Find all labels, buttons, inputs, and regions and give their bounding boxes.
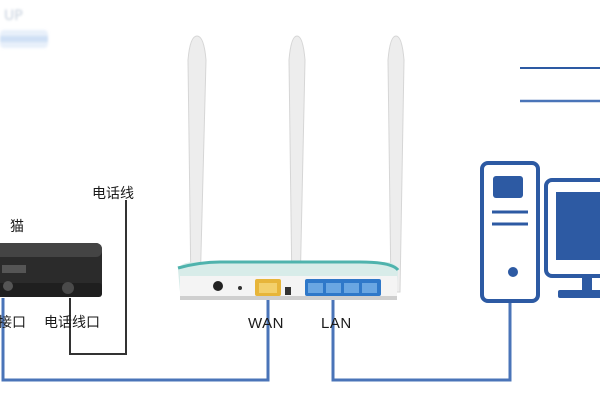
watermark-logo: UP bbox=[0, 8, 48, 48]
modem-phone-port-label: 电话线口 bbox=[44, 315, 100, 331]
modem-port-label: 接口 bbox=[0, 315, 26, 331]
modem-icon bbox=[0, 243, 102, 297]
desktop-computer-icon bbox=[480, 161, 600, 303]
lan-label: LAN bbox=[321, 315, 352, 332]
lan-ports bbox=[305, 279, 381, 296]
svg-text:UP: UP bbox=[4, 8, 23, 24]
wan-label: WAN bbox=[248, 315, 284, 332]
cables bbox=[1, 200, 512, 382]
phone-line-label: 电话线 bbox=[92, 186, 134, 202]
lan-cable bbox=[331, 298, 512, 382]
wan-cable bbox=[1, 298, 270, 382]
wireless-router-icon bbox=[177, 35, 405, 300]
antennas bbox=[187, 35, 405, 293]
modem-label: 猫 bbox=[10, 219, 24, 235]
decorative-lines bbox=[520, 67, 600, 103]
phone-line-cable bbox=[69, 200, 127, 355]
